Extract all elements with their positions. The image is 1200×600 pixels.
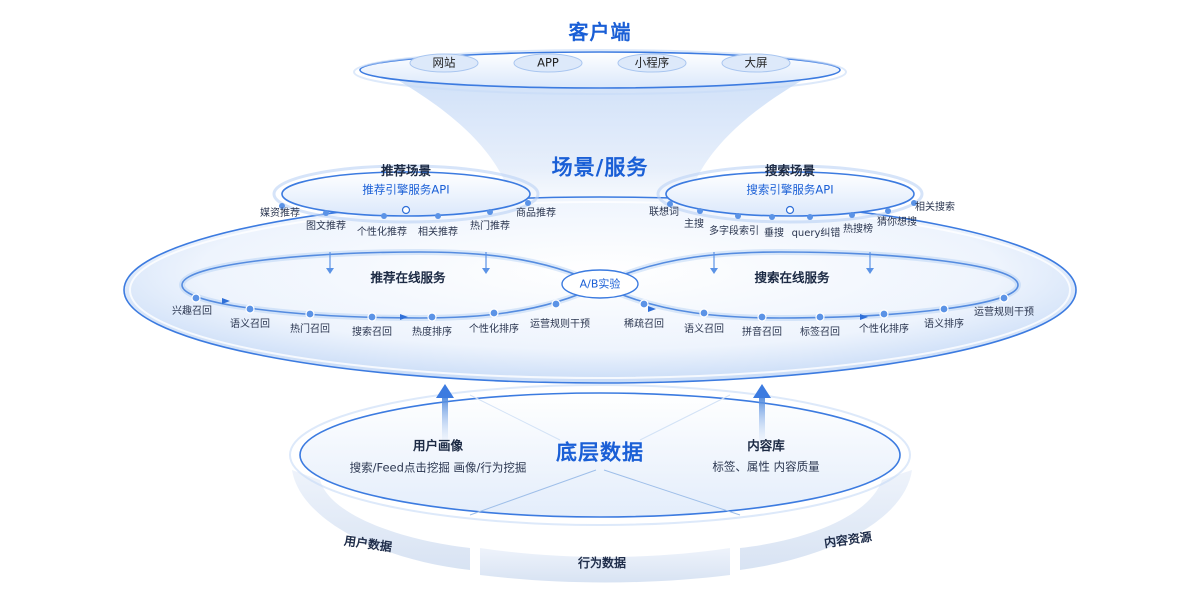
ab-test-pill	[561, 269, 639, 299]
recommend-step: 热度排序	[412, 327, 452, 338]
search-scene-ring	[665, 171, 915, 217]
channel-app: APP	[537, 55, 559, 70]
channel-miniprogram: 小程序	[634, 55, 670, 70]
search-scene-item: 猜你想搜	[877, 217, 917, 228]
up-arrow-right-icon	[759, 395, 765, 445]
recommend-scene-ring	[281, 171, 531, 217]
search-scene-item: 垂搜	[764, 228, 784, 239]
ab-test-label: A/B实验	[579, 277, 621, 291]
search-step: 语义召回	[684, 324, 724, 335]
funnel-body	[380, 70, 820, 250]
recommend-step: 兴趣召回	[172, 306, 212, 317]
source-ring	[292, 470, 912, 583]
base-data-title: 底层数据	[556, 440, 644, 465]
recommend-scene-title: 推荐场景	[380, 162, 432, 178]
content-lib-desc: 标签、属性 内容质量	[712, 459, 820, 474]
search-scene-item: 多字段索引	[709, 226, 759, 237]
recommend-scene-item: 媒资推荐	[260, 208, 300, 219]
recommend-online-title: 推荐在线服务	[370, 269, 446, 285]
user-profile-title: 用户画像	[412, 437, 464, 453]
channel-bigscreen: 大屏	[744, 55, 768, 70]
search-step: 拼音召回	[742, 327, 782, 338]
user-profile-desc: 搜索/Feed点击挖掘 画像/行为挖掘	[349, 460, 527, 475]
search-scene-item: query纠错	[791, 228, 841, 239]
search-step: 标签召回	[800, 327, 840, 338]
recommend-step: 个性化排序	[469, 324, 519, 335]
search-step: 稀疏召回	[624, 319, 664, 330]
track-arrow-icons	[222, 298, 868, 320]
search-online-title: 搜索在线服务	[754, 269, 830, 285]
client-disc	[359, 51, 841, 89]
up-arrow-left-icon	[442, 395, 448, 445]
recommend-step: 搜索召回	[352, 327, 392, 338]
source-behavior-data: 行为数据	[577, 556, 627, 570]
search-scene-item: 相关搜索	[915, 202, 955, 213]
search-step: 语义排序	[924, 319, 964, 330]
search-step: 运营规则干预	[974, 307, 1034, 318]
search-step: 个性化排序	[859, 324, 909, 335]
recommend-api-label: 推荐引擎服务API	[362, 182, 450, 197]
search-scene-title: 搜索场景	[764, 162, 816, 178]
channel-website: 网站	[432, 55, 456, 70]
recommend-scene-item: 热门推荐	[470, 221, 510, 232]
recommend-step: 热门召回	[290, 324, 330, 335]
content-lib-title: 内容库	[747, 437, 785, 453]
search-scene-item: 热搜榜	[843, 224, 873, 235]
recommend-scene-item: 商品推荐	[516, 208, 556, 219]
down-arrow-icons	[329, 252, 871, 270]
scene-service-title: 场景/服务	[551, 155, 649, 180]
recommend-scene-item: 图文推荐	[306, 221, 346, 232]
recommend-step: 运营规则干预	[530, 319, 590, 330]
search-api-label: 搜索引擎服务API	[746, 182, 834, 197]
client-title: 客户端	[568, 20, 632, 44]
recommend-scene-item: 个性化推荐	[357, 227, 407, 238]
base-data-disc	[299, 392, 901, 518]
recommend-step: 语义召回	[230, 319, 270, 330]
recommend-scene-item: 相关推荐	[418, 227, 458, 238]
search-scene-item: 联想词	[649, 207, 679, 218]
search-scene-item: 主搜	[684, 219, 704, 230]
